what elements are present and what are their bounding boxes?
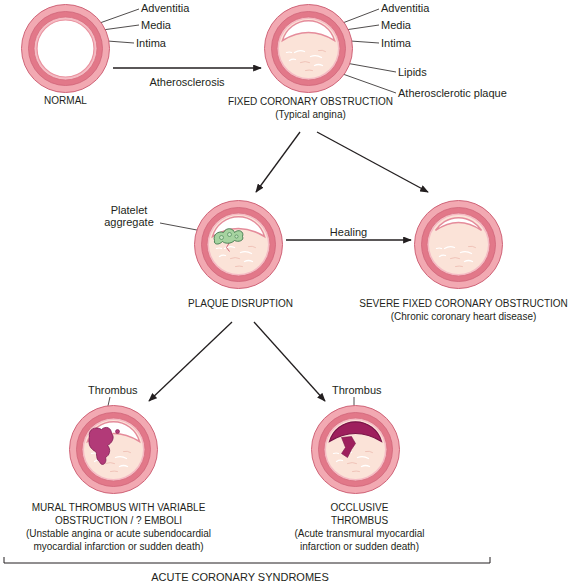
- artery-illustration: [195, 201, 283, 289]
- artery-cross-section: [414, 200, 503, 289]
- part-label: Media: [141, 19, 171, 31]
- part-label: Media: [381, 19, 411, 31]
- artery-illustration: [70, 406, 158, 494]
- node-caption: (Acute transmural myocardial infarction …: [285, 527, 435, 553]
- part-label: Platelet aggregate: [98, 204, 160, 228]
- part-label: Adventitia: [141, 2, 189, 14]
- node-caption: MURAL THROMBUS WITH VARIABLE OBSTRUCTION…: [29, 501, 209, 527]
- arrow-connector: [256, 132, 300, 192]
- connector-label: Atherosclerosis: [149, 76, 224, 88]
- leader-line: [340, 9, 379, 24]
- part-label: Atherosclerotic plaque: [398, 87, 507, 99]
- part-label: Adventitia: [381, 2, 429, 14]
- leader-line: [97, 9, 139, 24]
- arrow-connector: [254, 322, 325, 401]
- node-caption: SEVERE FIXED CORONARY OBSTRUCTION: [356, 297, 571, 310]
- node-caption: OCCLUSIVE THROMBUS: [315, 501, 405, 527]
- arrow-connector: [149, 322, 232, 401]
- artery-illustration: [312, 406, 400, 494]
- artery-section: MURAL THROMBUS WITH VARIABLE OBSTRUCTION…: [69, 405, 158, 553]
- part-label: Lipids: [398, 66, 427, 78]
- artery-cross-section: [21, 4, 110, 93]
- arrow-connector: [317, 132, 428, 192]
- group-bracket: [4, 557, 490, 563]
- artery-section: FIXED CORONARY OBSTRUCTION(Typical angin…: [264, 4, 353, 121]
- node-caption: PLAQUE DISRUPTION: [161, 297, 321, 310]
- node-caption: (Chronic coronary heart disease): [356, 310, 571, 323]
- artery-cross-section: [69, 405, 158, 494]
- leader-lines: [94, 9, 396, 428]
- artery-section: NORMAL: [21, 4, 110, 107]
- connector-label: Healing: [330, 226, 367, 238]
- arrow-connector: [113, 67, 261, 68]
- artery-section: SEVERE FIXED CORONARY OBSTRUCTION(Chroni…: [414, 200, 503, 323]
- artery-illustration: [22, 5, 110, 93]
- artery-illustration: [265, 5, 353, 93]
- part-label: ACUTE CORONARY SYNDROMES: [151, 571, 328, 583]
- part-label: Thrombus: [88, 384, 138, 396]
- artery-section: OCCLUSIVE THROMBUS(Acute transmural myoc…: [311, 405, 400, 553]
- artery-section: PLAQUE DISRUPTION: [194, 200, 283, 310]
- artery-cross-section: [311, 405, 400, 494]
- part-label: Thrombus: [332, 384, 382, 396]
- artery-cross-section: [264, 4, 353, 93]
- part-label: Intima: [381, 37, 411, 49]
- node-caption: FIXED CORONARY OBSTRUCTION: [211, 95, 411, 108]
- node-caption: (Typical angina): [211, 108, 411, 121]
- node-caption: NORMAL: [26, 94, 106, 107]
- arrow-connector: [286, 239, 411, 240]
- node-caption: (Unstable angina or acute subendocardial…: [19, 527, 219, 553]
- artery-cross-section: [194, 200, 283, 289]
- part-label: Intima: [136, 37, 166, 49]
- artery-illustration: [415, 201, 503, 289]
